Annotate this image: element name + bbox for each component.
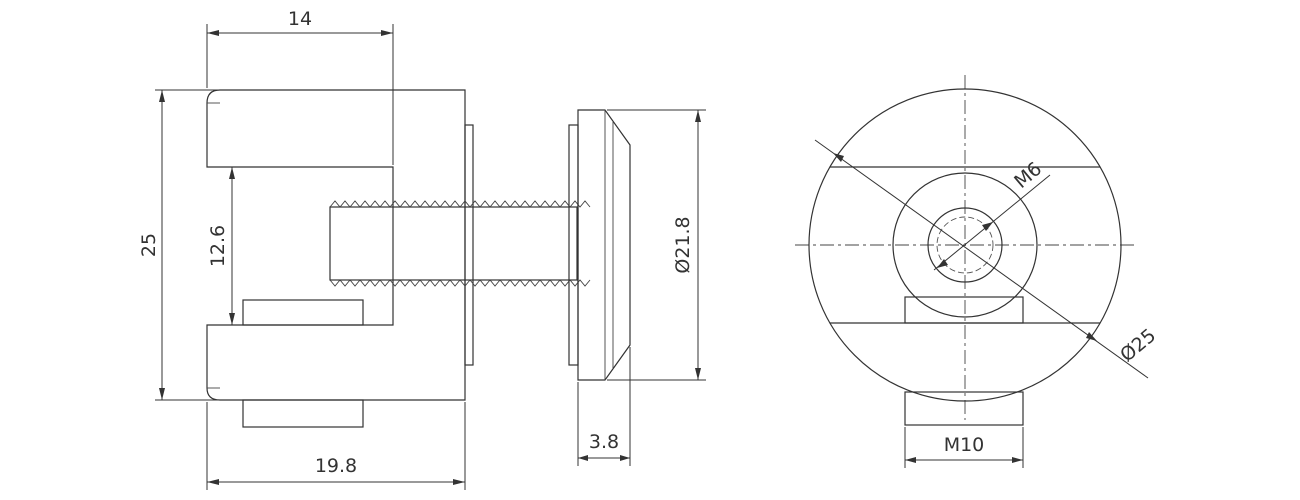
bolt-shaft: [329, 206, 578, 281]
dim-top-width-label: 14: [288, 8, 312, 30]
dim-outer-diameter: Ø25: [814, 139, 1160, 379]
dim-gap: 12.6: [207, 167, 235, 325]
dim-overall-height-label: 25: [138, 233, 160, 257]
front-set-screw: [904, 296, 1024, 324]
dim-cap-diameter-label: Ø21.8: [672, 216, 694, 273]
front-view: M6 Ø25 M10: [795, 75, 1160, 468]
dim-cap-thickness: 3.8: [577, 347, 631, 466]
dim-overall-height: 25: [138, 89, 218, 401]
cap-outline: [577, 109, 631, 381]
dim-cap-thickness-label: 3.8: [589, 431, 619, 453]
cap-chamfer-lines: [604, 110, 614, 380]
dim-cap-diameter: Ø21.8: [607, 109, 706, 381]
side-view: 14 25 12.6 19.8: [138, 8, 706, 490]
inner-bore: [927, 207, 1003, 283]
clamp-body-outline: [206, 89, 466, 401]
side-set-screw: [242, 299, 364, 326]
side-bottom-stud: [242, 399, 364, 428]
washer-plate: [464, 124, 474, 366]
dim-bottom-thread: M10: [904, 427, 1024, 468]
dim-bottom-width: 19.8: [206, 402, 466, 490]
outer-circle: [808, 88, 1122, 402]
middle-circle: [892, 172, 1038, 318]
front-bottom-stud: [904, 391, 1024, 426]
dim-inner-thread-label: M6: [1010, 158, 1046, 193]
dim-gap-label: 12.6: [207, 225, 229, 267]
dim-bottom-width-label: 19.8: [315, 455, 357, 477]
bolt-thread-bottom: [329, 279, 591, 287]
dim-bottom-thread-label: M10: [944, 434, 985, 456]
inner-thread-hidden: [936, 216, 994, 274]
bolt-thread-top: [329, 200, 591, 208]
dim-top-width: 14: [206, 8, 394, 165]
